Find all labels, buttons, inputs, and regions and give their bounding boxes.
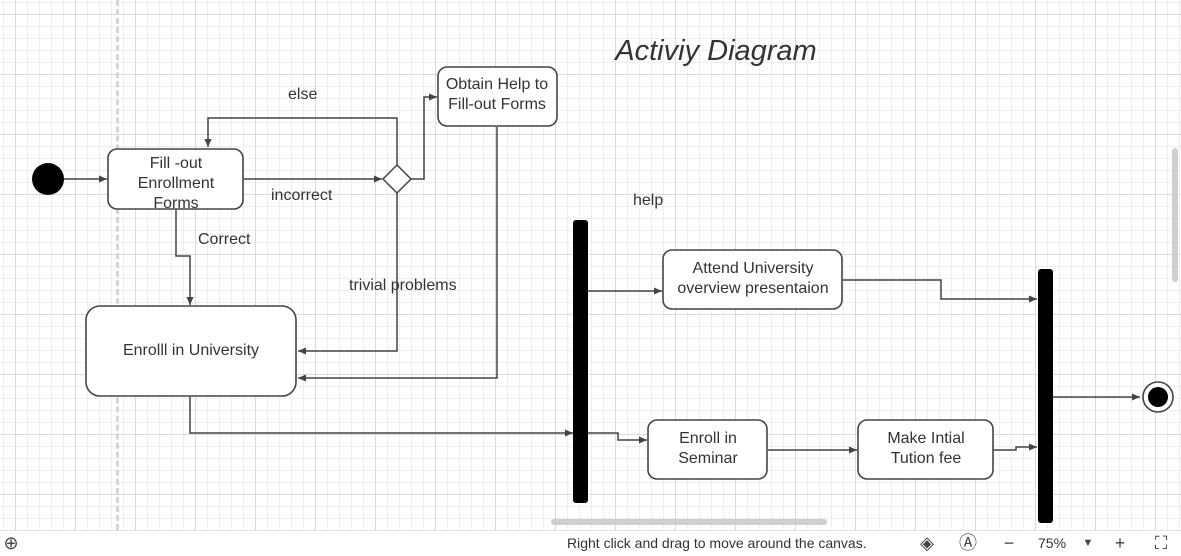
label-help: help: [633, 192, 663, 209]
activity-attend-presentation[interactable]: [662, 249, 843, 310]
seminar-line-2: Seminar: [678, 450, 738, 467]
fill-forms-line-1: Fill -out: [150, 155, 203, 172]
label-correct: Correct: [198, 231, 251, 248]
obtain-help-line-1: Obtain Help to: [446, 76, 548, 93]
obtain-help-line-2: Fill-out Forms: [448, 96, 546, 113]
activity-obtain-help[interactable]: [437, 66, 558, 127]
zoom-out-button[interactable]: −: [1003, 533, 1015, 553]
status-bar: ⊕ Right click and drag to move around th…: [0, 530, 1181, 556]
edge-trivial: [298, 192, 398, 355]
label-trivial-problems: trivial problems: [349, 277, 457, 294]
attend-line-1: Attend University: [693, 260, 814, 277]
zoom-in-button[interactable]: +: [1114, 533, 1126, 553]
seminar-line-1: Enroll in: [679, 430, 737, 447]
canvas-hint: Right click and drag to move around the …: [567, 535, 867, 551]
layers-icon[interactable]: ◈: [920, 533, 934, 553]
edge-correct: [175, 210, 194, 305]
diagram-title: Activiy Diagram: [613, 35, 816, 67]
diagram-canvas[interactable]: Activiy Diagram: [0, 0, 1181, 530]
initial-node[interactable]: [32, 163, 64, 195]
attend-line-2: overview presentaion: [677, 280, 828, 297]
edge-attend-to-join: [843, 279, 1037, 303]
fork-bar[interactable]: [573, 220, 588, 503]
fill-forms-line-2: Enrollment: [138, 175, 215, 192]
zoom-dropdown-icon[interactable]: ▼: [1082, 537, 1094, 549]
activity-enroll-university[interactable]: [85, 305, 297, 397]
edge-fork-to-seminar: [588, 432, 647, 444]
label-incorrect: incorrect: [271, 187, 333, 204]
add-page-icon[interactable]: ⊕: [3, 533, 19, 553]
activity-tuition-fee[interactable]: [857, 419, 994, 480]
activity-fill-forms[interactable]: [107, 148, 244, 210]
edge-decision-to-help: [411, 93, 437, 180]
edge-else-loop: [204, 117, 398, 167]
decision-node[interactable]: [381, 163, 413, 195]
page-boundary: [116, 0, 119, 530]
vertical-scrollbar[interactable]: [1172, 148, 1178, 282]
fill-forms-line-3: Forms: [153, 195, 198, 212]
horizontal-scrollbar[interactable]: [551, 519, 827, 525]
final-node-core: [1148, 387, 1168, 407]
tuition-line-1: Make Intial: [887, 430, 964, 447]
edge-enroll-to-fork: [189, 397, 573, 437]
join-bar[interactable]: [1038, 269, 1053, 523]
activity-diagram: Activiy Diagram: [32, 35, 1174, 523]
auto-align-icon[interactable]: Ⓐ: [959, 533, 977, 553]
edge-help-to-enroll: [298, 127, 498, 382]
tuition-line-2: Tution fee: [891, 450, 962, 467]
edge-fee-to-join: [993, 443, 1037, 451]
fullscreen-icon[interactable]: ⛶: [1154, 533, 1168, 553]
enroll-university-label: Enrolll in University: [123, 342, 259, 359]
zoom-level[interactable]: 75%: [1038, 535, 1067, 551]
label-else: else: [288, 86, 317, 103]
activity-enroll-seminar[interactable]: [647, 419, 768, 480]
